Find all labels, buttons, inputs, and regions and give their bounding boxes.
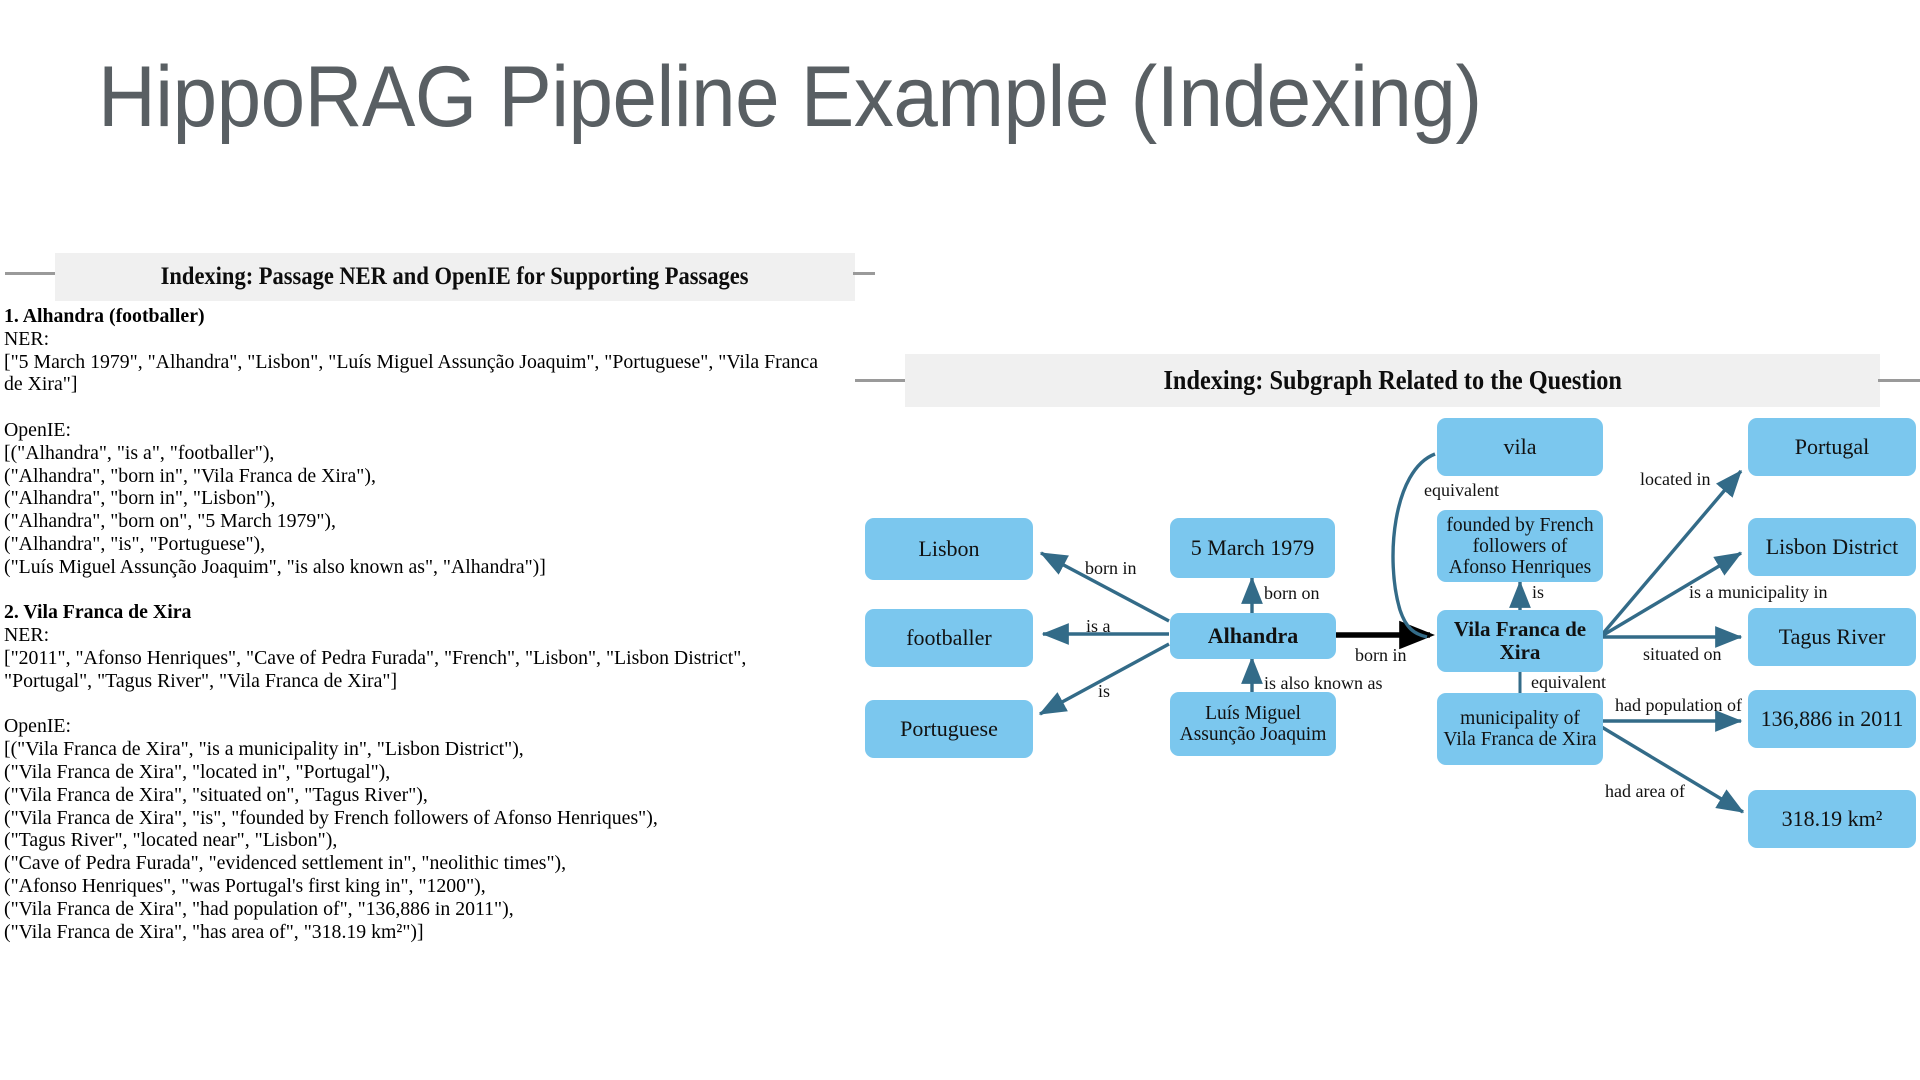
edge-label-is-portuguese: is (1098, 681, 1111, 701)
passage-1-openie-label: OpenIE: (4, 418, 72, 441)
graph-node-lisbon[interactable]: Lisbon (865, 518, 1033, 580)
passage-2-openie-line-8: ("Vila Franca de Xira", "has area of", "… (4, 920, 424, 943)
graph-node-luis-miguel-assuncao-joaquim[interactable]: Luís Miguel Assunção Joaquim (1170, 692, 1336, 756)
passage-1-openie-line-5: ("Luís Miguel Assunção Joaquim", "is als… (4, 555, 546, 578)
passage-2-spacer (4, 693, 839, 716)
passage-1-openie-line-1: ("Alhandra", "born in", "Vila Franca de … (4, 464, 376, 487)
graph-node-vila-franca-de-xira[interactable]: Vila Franca de Xira (1437, 610, 1603, 672)
passage-1-spacer (4, 396, 839, 419)
passage-2-openie-line-5: ("Cave of Pedra Furada", "evidenced sett… (4, 852, 567, 875)
passage-1-ner-text: ["5 March 1979", "Alhandra", "Lisbon", "… (4, 350, 823, 396)
passage-1-openie-line-2: ("Alhandra", "born in", "Lisbon"), (4, 487, 276, 510)
graph-node-municipality-of-vila-franca-de-xira[interactable]: municipality of Vila Franca de Xira (1437, 693, 1603, 765)
edge-is-portuguese (1038, 642, 1170, 716)
passage-2-openie-line-7: ("Vila Franca de Xira", "had population … (4, 897, 514, 920)
graph-node-portuguese[interactable]: Portuguese (865, 700, 1033, 758)
passage-2-openie-line-2: ("Vila Franca de Xira", "situated on", "… (4, 783, 428, 806)
passage-2-openie-line-6: ("Afonso Henriques", "was Portugal's fir… (4, 874, 486, 897)
graph-node-lisbon-district[interactable]: Lisbon District (1748, 518, 1916, 576)
edge-label-is-founded: is (1532, 582, 1545, 602)
left-section-header-label: Indexing: Passage NER and OpenIE for Sup… (161, 263, 749, 290)
edge-label-is-a-municipality-in: is a municipality in (1689, 582, 1828, 602)
passage-separator (4, 579, 839, 602)
graph-node-portugal[interactable]: Portugal (1748, 418, 1916, 476)
passage-annotations-panel: 1. Alhandra (footballer) NER: ["5 March … (4, 305, 839, 943)
edge-label-born-in-lisbon: born in (1085, 558, 1137, 578)
left-section-header: Indexing: Passage NER and OpenIE for Sup… (55, 253, 855, 301)
passage-2-openie-line-1: ("Vila Franca de Xira", "located in", "P… (4, 760, 391, 783)
header-rule-right-end (1878, 379, 1920, 382)
graph-node-5-march-1979[interactable]: 5 March 1979 (1170, 518, 1335, 578)
passage-2-title: 2. Vila Franca de Xira (4, 601, 192, 624)
header-rule-left-start (5, 272, 57, 275)
graph-node-footballer[interactable]: footballer (865, 609, 1033, 667)
edge-label-born-in-vfx: born in (1355, 645, 1407, 665)
edge-located-in (1598, 469, 1743, 639)
passage-2-openie-line-3: ("Vila Franca de Xira", "is", "founded b… (4, 806, 658, 829)
header-rule-left-end (853, 272, 875, 275)
graph-node-tagus-river[interactable]: Tagus River (1748, 608, 1916, 666)
graph-node-alhandra[interactable]: Alhandra (1170, 613, 1336, 659)
edge-label-is-also-known-as: is also known as (1264, 673, 1383, 693)
graph-node-founded-by-french-followers[interactable]: founded by French followers of Afonso He… (1437, 510, 1603, 582)
edge-label-equivalent-municipality: equivalent (1531, 672, 1606, 692)
passage-2-openie-line-0: [("Vila Franca de Xira", "is a municipal… (4, 738, 524, 761)
passage-1-title: 1. Alhandra (footballer) (4, 305, 205, 327)
graph-node-136886-in-2011[interactable]: 136,886 in 2011 (1748, 690, 1916, 748)
page-title: HippoRAG Pipeline Example (Indexing) (98, 49, 1482, 145)
edge-label-equivalent-vila: equivalent (1424, 480, 1499, 500)
passage-2-openie-label: OpenIE: (4, 715, 72, 738)
edge-label-is-a: is a (1086, 616, 1111, 636)
edge-label-had-area-of: had area of (1605, 781, 1685, 801)
right-section-header: Indexing: Subgraph Related to the Questi… (905, 354, 1880, 407)
passage-1-openie-line-0: [("Alhandra", "is a", "footballer"), (4, 441, 275, 464)
passage-1-openie-line-4: ("Alhandra", "is", "Portuguese"), (4, 532, 266, 555)
graph-node-318-19-km2[interactable]: 318.19 km² (1748, 790, 1916, 848)
passage-block-2: 2. Vila Franca de Xira NER: ["2011", "Af… (4, 601, 839, 943)
header-rule-right-start (855, 379, 907, 382)
right-section-header-label: Indexing: Subgraph Related to the Questi… (1163, 365, 1622, 395)
passage-block-1: 1. Alhandra (footballer) NER: ["5 March … (4, 305, 839, 579)
passage-2-ner-label: NER: (4, 624, 50, 647)
edge-label-had-population-of: had population of (1615, 695, 1742, 715)
edge-label-located-in: located in (1640, 469, 1711, 489)
edge-label-situated-on: situated on (1643, 644, 1722, 664)
passage-2-ner-text: ["2011", "Afonso Henriques", "Cave of Pe… (4, 646, 752, 692)
passage-2-openie-line-4: ("Tagus River", "located near", "Lisbon"… (4, 829, 338, 852)
edge-label-born-on: born on (1264, 583, 1320, 603)
passage-1-openie-line-3: ("Alhandra", "born on", "5 March 1979"), (4, 510, 336, 533)
passage-1-ner-label: NER: (4, 327, 50, 350)
graph-node-vila[interactable]: vila (1437, 418, 1603, 476)
